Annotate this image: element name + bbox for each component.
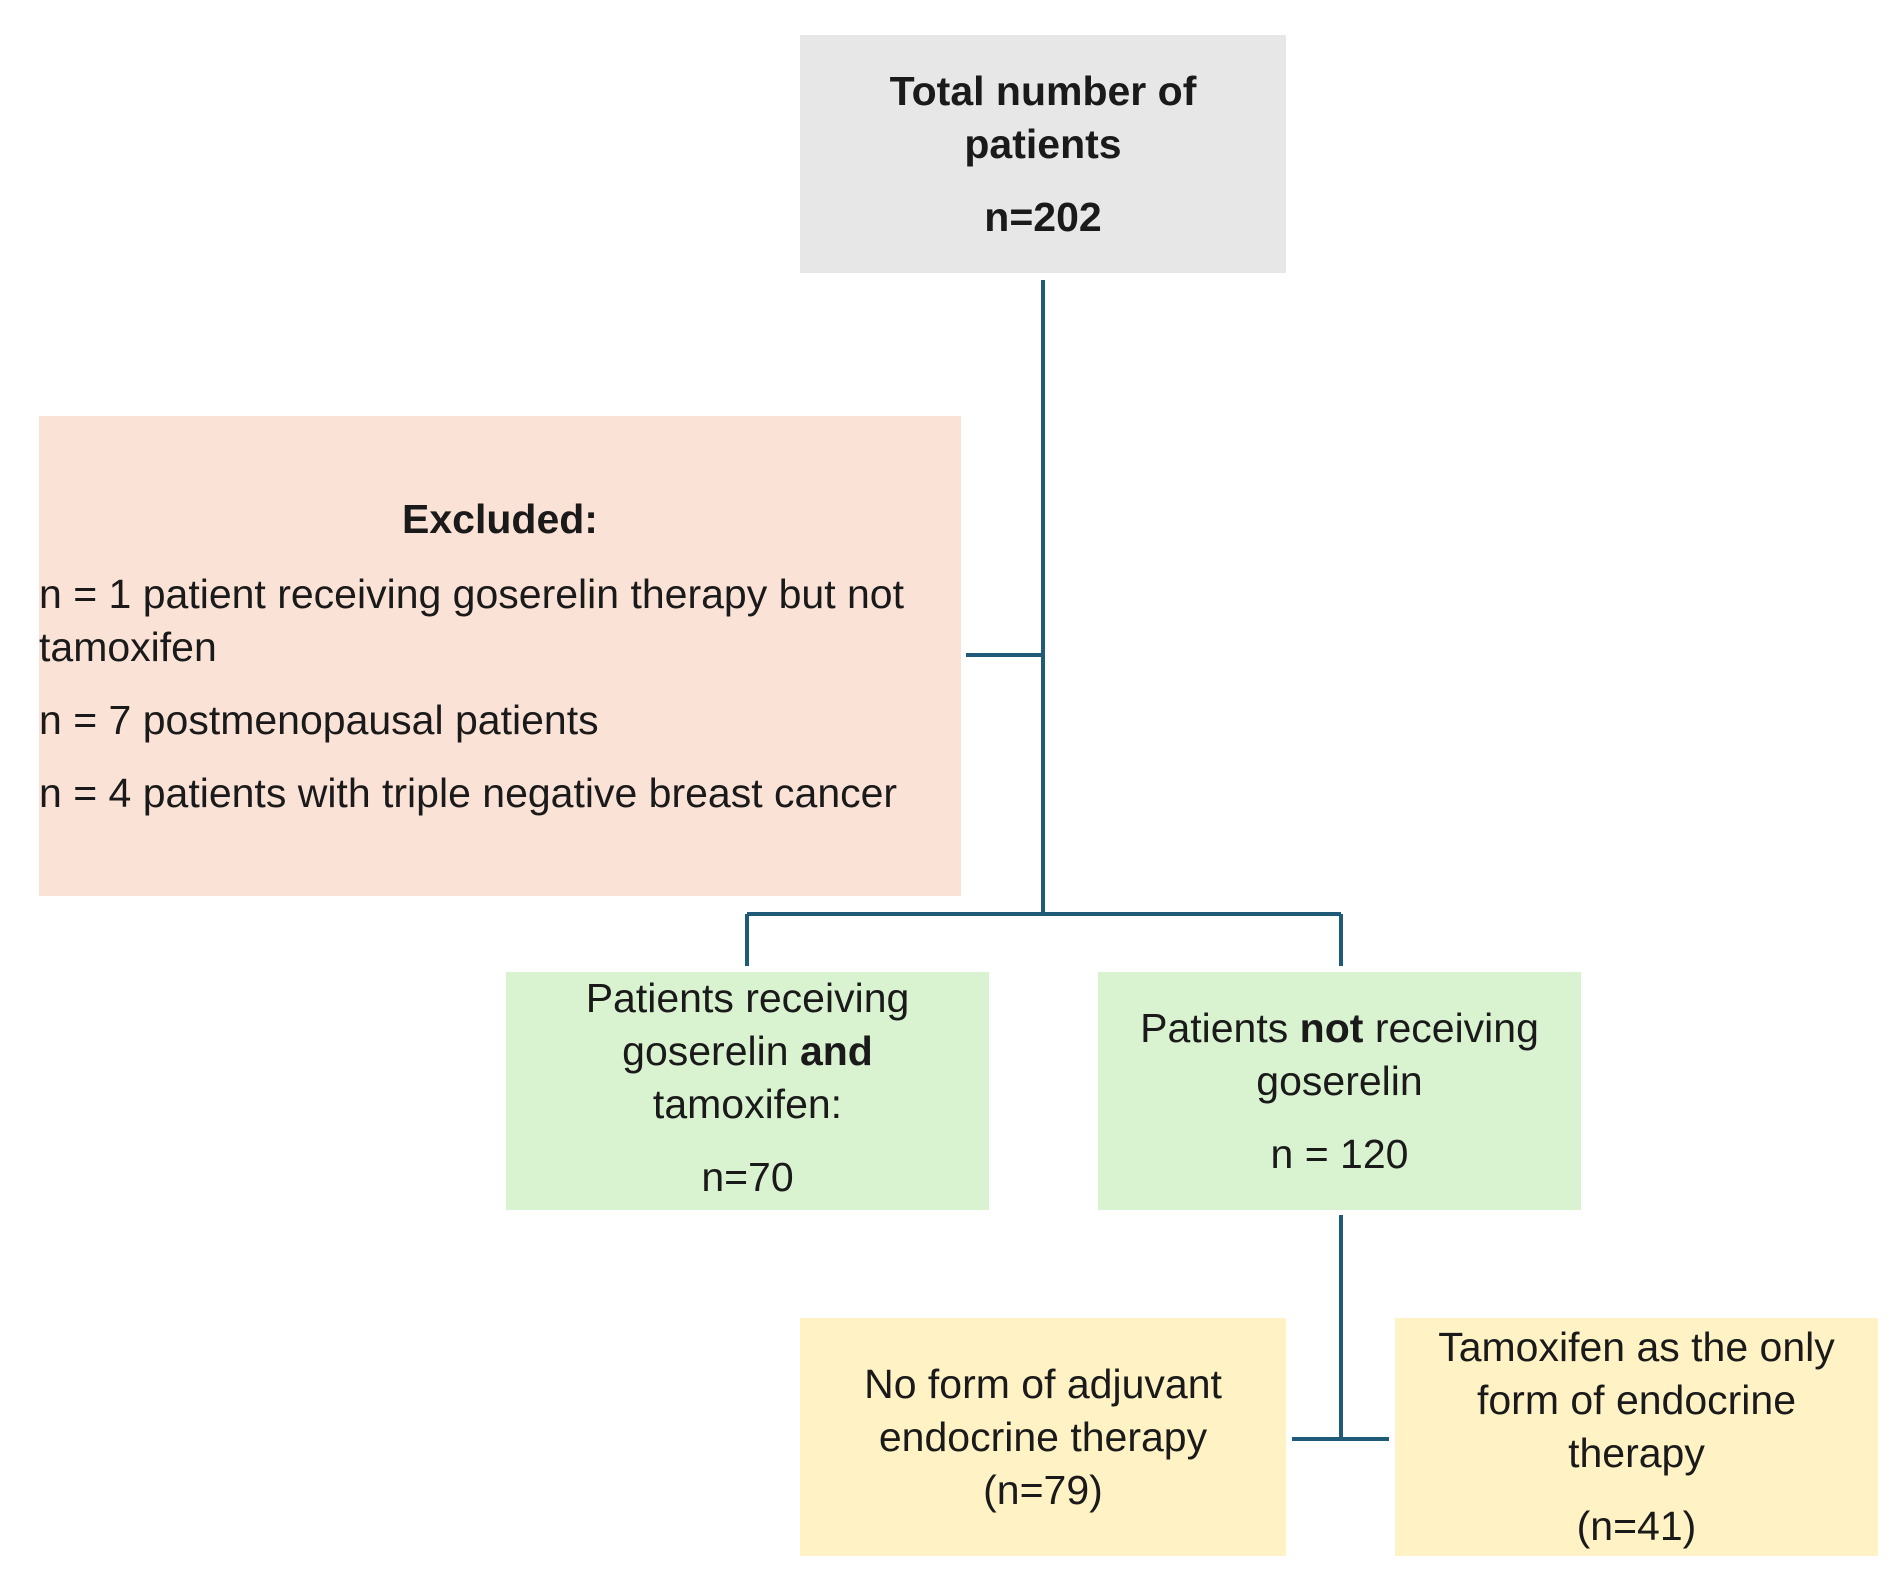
excluded-box: Excluded: n = 1 patient receiving gosere… [39,416,961,896]
goserelin-label-part-2: tamoxifen: [652,1081,843,1127]
not-receiving-goserelin-box: Patients not receiving goserelin n = 120 [1098,972,1581,1210]
total-patients-title: Total number of patients [889,67,1197,167]
goserelin-and-tamoxifen-box: Patients receiving goserelin and tamoxif… [506,972,989,1210]
no-adjuvant-therapy-label: No form of adjuvant endocrine therapy [864,1360,1222,1460]
goserelin-and-tamoxifen-label: Patients receiving goserelin and tamoxif… [548,972,948,1131]
not-receiving-goserelin-count: n = 120 [1270,1130,1409,1177]
excluded-item: n = 7 postmenopausal patients [39,696,599,743]
goserelin-and-tamoxifen-count: n=70 [701,1154,794,1200]
tamoxifen-only-count: (n=41) [1576,1503,1697,1549]
excluded-item: n = 4 patients with triple negative brea… [39,769,898,816]
goserelin-label-bold: and [799,1028,873,1074]
excluded-item: n = 1 patient receiving goserelin therap… [39,570,904,670]
no-adjuvant-therapy-box: No form of adjuvant endocrine therapy (n… [800,1318,1286,1556]
excluded-title: Excluded: [402,495,598,542]
no-adjuvant-therapy-count: (n=79) [983,1466,1103,1513]
tamoxifen-only-box: Tamoxifen as the only form of endocrine … [1395,1318,1878,1556]
not-receiving-goserelin-label: Patients not receiving goserelin [1110,1002,1570,1108]
goserelin-label-part-1: Patients receiving goserelin [585,975,910,1074]
no-goserelin-label-bold: not [1299,1004,1364,1051]
no-goserelin-label-part-1: Patients [1140,1004,1289,1051]
total-patients-count: n=202 [984,193,1102,240]
tamoxifen-only-label: Tamoxifen as the only form of endocrine … [1438,1324,1835,1476]
no-goserelin-label-part-2: receiving goserelin [1256,1004,1539,1104]
total-patients-box: Total number of patients n=202 [800,35,1286,273]
